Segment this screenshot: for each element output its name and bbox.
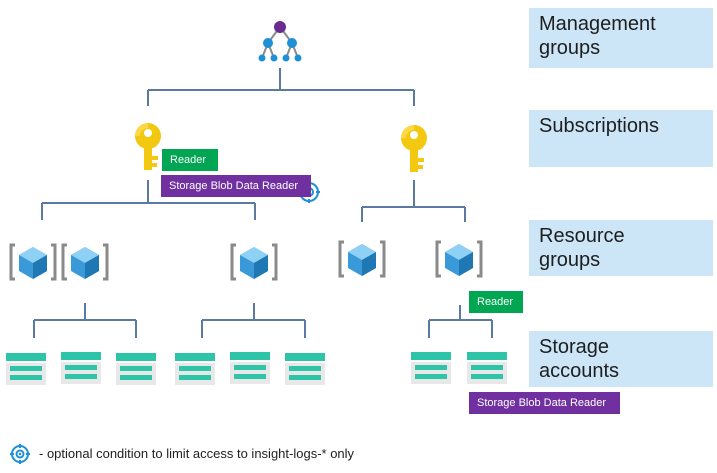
legend-text: - optional condition to limit access to … [39,446,355,461]
storage-account-icon [175,353,215,385]
resource-group-icon [435,240,483,278]
level-management-groups: Management groups [529,8,713,68]
storage-account-icon [6,353,46,385]
storage-blob-reader-role: Storage Blob Data Reader [469,392,620,414]
resource-group-icon [9,243,57,281]
storage-account-icon [230,352,270,384]
connector-lines [33,68,493,338]
resource-group-icon [338,240,386,278]
management-group-icon [258,21,302,62]
legend-target-icon [10,444,30,464]
level-label: Storage accounts [539,336,620,382]
subscription-reader-role: Reader [162,149,218,171]
level-storage-accounts: Storage accounts [529,331,713,387]
resource-group-reader-role: Reader [469,291,523,313]
subscription-key-icon [401,125,427,172]
storage-account-icon [116,353,156,385]
storage-account-icon [285,353,325,385]
storage-account-icon [411,352,451,384]
resource-group-icon [230,243,278,281]
level-label: Management groups [539,13,656,59]
storage-account-icon [61,352,101,384]
storage-account-icon [467,352,507,384]
level-resource-groups: Resource groups [529,220,713,276]
subscription-key-icon [135,123,161,170]
resource-group-icon [61,243,109,281]
subscription-blob-reader-role: Storage Blob Data Reader [161,175,311,197]
level-subscriptions: Subscriptions [529,110,713,167]
level-label: Resource groups [539,225,625,271]
level-label: Subscriptions [539,115,660,137]
